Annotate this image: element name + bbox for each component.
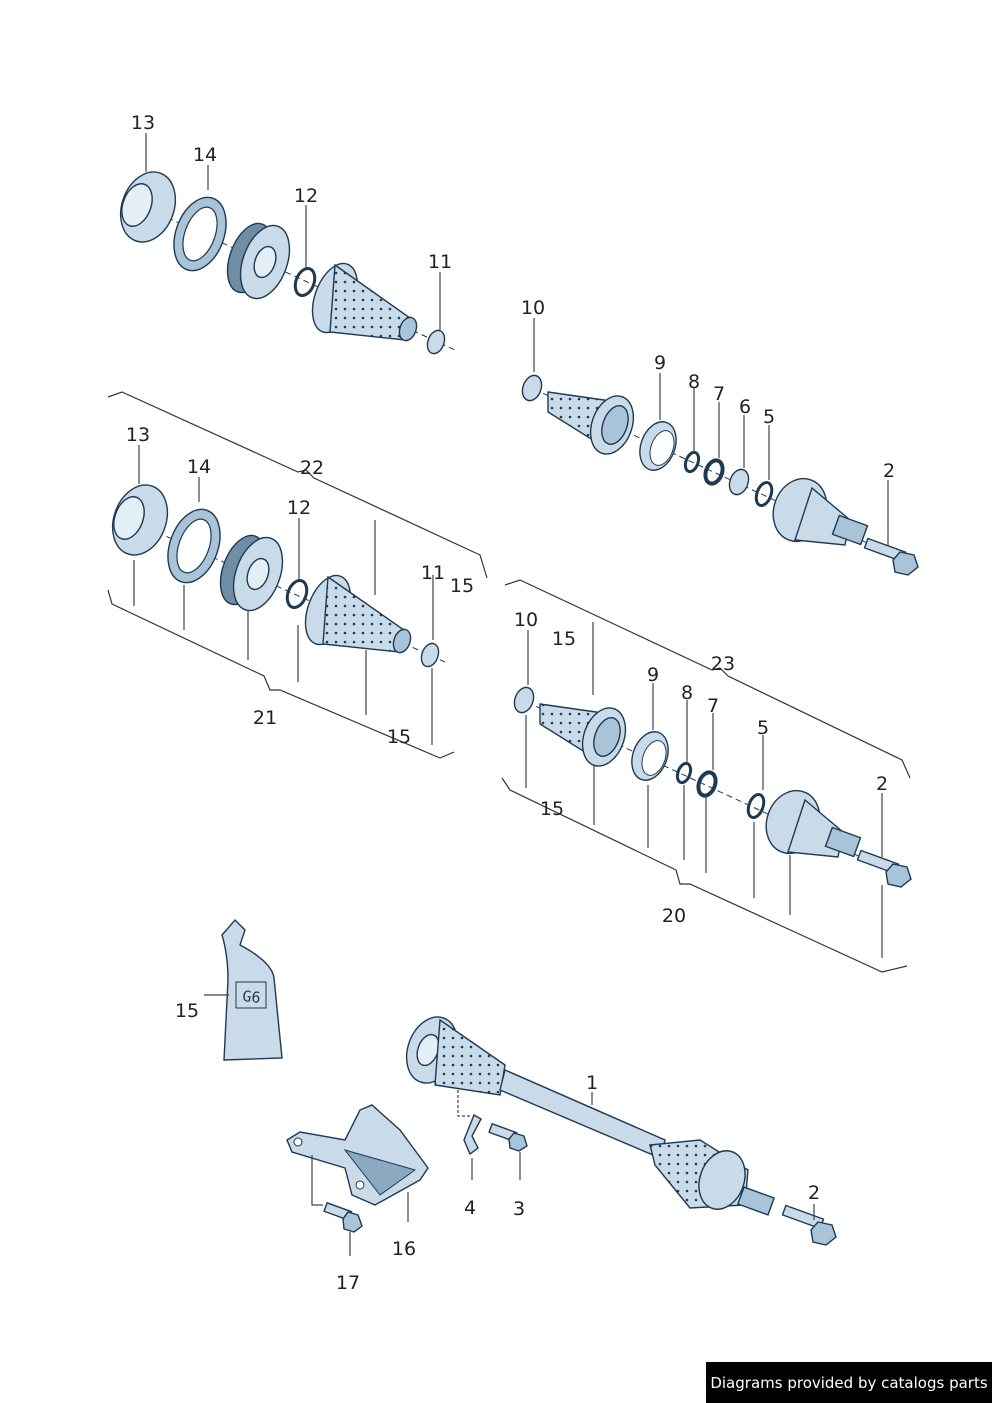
callout-23: 23 <box>711 653 735 675</box>
callout-1: 1 <box>586 1072 598 1094</box>
callout-9: 9 <box>654 352 666 374</box>
credit-banner: Diagrams provided by catalogs parts <box>706 1362 992 1403</box>
shaft-outer-joint <box>649 1139 776 1216</box>
bracket-22 <box>107 391 488 579</box>
callout-7: 7 <box>713 383 725 405</box>
heat-shield-16 <box>286 1104 429 1206</box>
group-brackets <box>107 391 911 973</box>
clamp-band-9b <box>631 731 669 781</box>
callout-20: 20 <box>662 905 686 927</box>
callout-17: 17 <box>336 1272 360 1294</box>
gasket-14 <box>173 196 227 272</box>
callout-14: 14 <box>187 456 211 478</box>
callout-9: 9 <box>647 664 659 686</box>
drive-shaft-1 <box>405 1016 837 1246</box>
protective-cap-13 <box>119 171 177 243</box>
flange-b <box>219 534 284 612</box>
gasket-14b <box>167 508 221 584</box>
callout-14: 14 <box>193 144 217 166</box>
callout-16: 16 <box>392 1238 416 1260</box>
callout-12: 12 <box>287 497 311 519</box>
clamp-11b <box>420 642 440 668</box>
callout-15: 15 <box>540 798 564 820</box>
clamp-10b <box>513 686 535 714</box>
callout-15: 15 <box>552 628 576 650</box>
callout-2: 2 <box>883 460 895 482</box>
callout-22: 22 <box>300 457 324 479</box>
callout-2: 2 <box>876 773 888 795</box>
circlip-8 <box>683 450 701 474</box>
middle-inner-joint-group <box>111 484 446 668</box>
top-outer-joint-group <box>521 374 919 576</box>
callout-8: 8 <box>681 682 693 704</box>
circlip-12b <box>285 578 309 610</box>
callout-21: 21 <box>253 707 277 729</box>
dished-washer-6 <box>728 468 750 496</box>
circlip-8b <box>675 761 693 785</box>
ring-7 <box>703 458 725 486</box>
grease-tube-label: G6 <box>242 987 262 1007</box>
circlip-12 <box>293 266 317 298</box>
callout-10: 10 <box>514 609 538 631</box>
callout-7: 7 <box>707 695 719 717</box>
callout-3: 3 <box>513 1198 525 1220</box>
callout-11: 11 <box>428 251 452 273</box>
bolt-17 <box>323 1201 363 1233</box>
outer-cv-joint-b <box>765 789 862 858</box>
bolt-2c <box>781 1204 837 1246</box>
callout-5: 5 <box>763 406 775 428</box>
clamp-10 <box>521 374 543 402</box>
clamp-band-9 <box>639 421 677 471</box>
callout-4: 4 <box>464 1197 476 1219</box>
ring-7b <box>696 770 718 798</box>
callout-5: 5 <box>757 717 769 739</box>
callout-15: 15 <box>175 1000 199 1022</box>
clamp-11 <box>426 329 446 355</box>
flange <box>226 222 291 300</box>
circlip-5 <box>754 480 774 508</box>
protective-cap-13b <box>111 484 169 556</box>
leader-lines <box>133 133 889 1256</box>
bracket-21 <box>107 589 455 759</box>
grease-tube-15: G6 <box>221 918 283 1061</box>
boot-inner <box>311 262 418 342</box>
middle-outer-joint-group <box>513 686 912 888</box>
callout-6: 6 <box>739 396 751 418</box>
callout-10: 10 <box>521 297 545 319</box>
locking-plate-4 <box>463 1113 482 1156</box>
bolt-2b <box>856 849 912 888</box>
callout-15: 15 <box>387 726 411 748</box>
top-inner-joint-group <box>119 171 456 355</box>
callout-15: 15 <box>450 575 474 597</box>
callout-2: 2 <box>808 1182 820 1204</box>
circlip-5b <box>746 792 766 820</box>
callout-11: 11 <box>421 562 445 584</box>
boot-outer <box>547 391 635 455</box>
callout-8: 8 <box>688 371 700 393</box>
bolt-3 <box>488 1122 528 1152</box>
boot-inner-b <box>304 574 412 654</box>
bolt-2 <box>863 537 919 576</box>
shaft-inner-joint <box>405 1016 506 1096</box>
boot-outer-b <box>539 703 627 767</box>
outer-cv-joint <box>772 477 869 546</box>
bracket-20 <box>501 777 908 973</box>
callout-labels: 13 14 12 11 10 9 8 7 6 5 2 13 14 22 12 1… <box>126 112 895 1294</box>
callout-12: 12 <box>294 185 318 207</box>
callout-13: 13 <box>131 112 155 134</box>
callout-13: 13 <box>126 424 150 446</box>
bracket-23 <box>504 579 911 779</box>
